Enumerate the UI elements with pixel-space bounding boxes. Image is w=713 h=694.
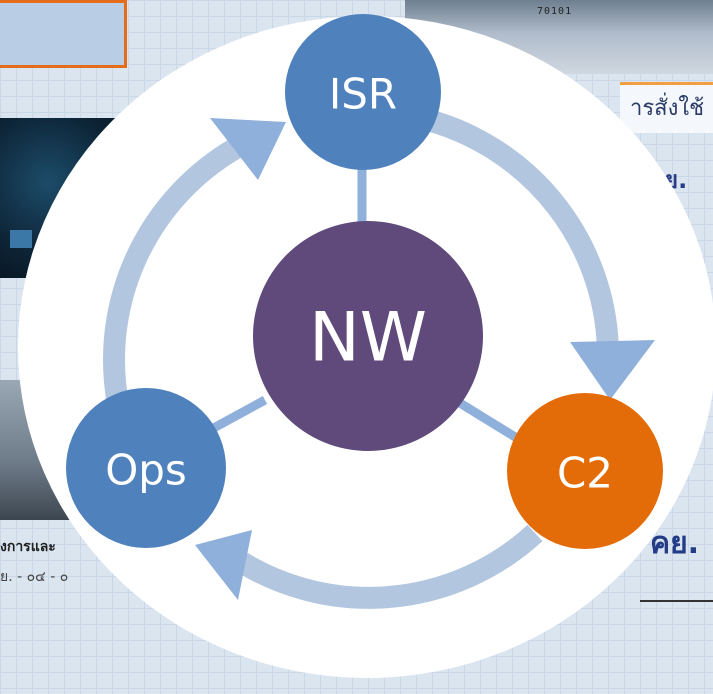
- arrowhead-to-isr: [210, 118, 286, 180]
- arc-ops-to-isr: [103, 138, 242, 400]
- right-text-4: คย.: [650, 526, 700, 561]
- top-left-box: [0, 0, 127, 68]
- center-node: [253, 221, 483, 451]
- arc-isr-to-c2: [417, 107, 620, 361]
- isr-node: [285, 14, 441, 170]
- arc-c2-to-ops: [225, 524, 543, 609]
- arrowhead-to-ops: [195, 530, 252, 600]
- jet-tail-number: 70101: [537, 6, 573, 17]
- c2-node: [507, 393, 663, 549]
- ops-node: [66, 388, 226, 548]
- spoke-c2: [452, 396, 523, 444]
- ops-node-label: Ops: [105, 446, 187, 495]
- right-card: [620, 82, 713, 133]
- left-text-2: ย. - ๐๔ - ๐: [0, 569, 69, 585]
- isr-node-label: ISR: [329, 70, 397, 119]
- radar-screen: [10, 230, 32, 248]
- divider-line: [640, 600, 713, 602]
- arrowhead-to-c2: [570, 340, 655, 400]
- right-text-1: ารสั่งใช้: [630, 96, 705, 121]
- spoke-ops: [207, 396, 268, 434]
- left-text-1: งการและ: [0, 539, 56, 555]
- c2-node-label: C2: [557, 449, 613, 498]
- center-node-label: NW: [309, 299, 427, 378]
